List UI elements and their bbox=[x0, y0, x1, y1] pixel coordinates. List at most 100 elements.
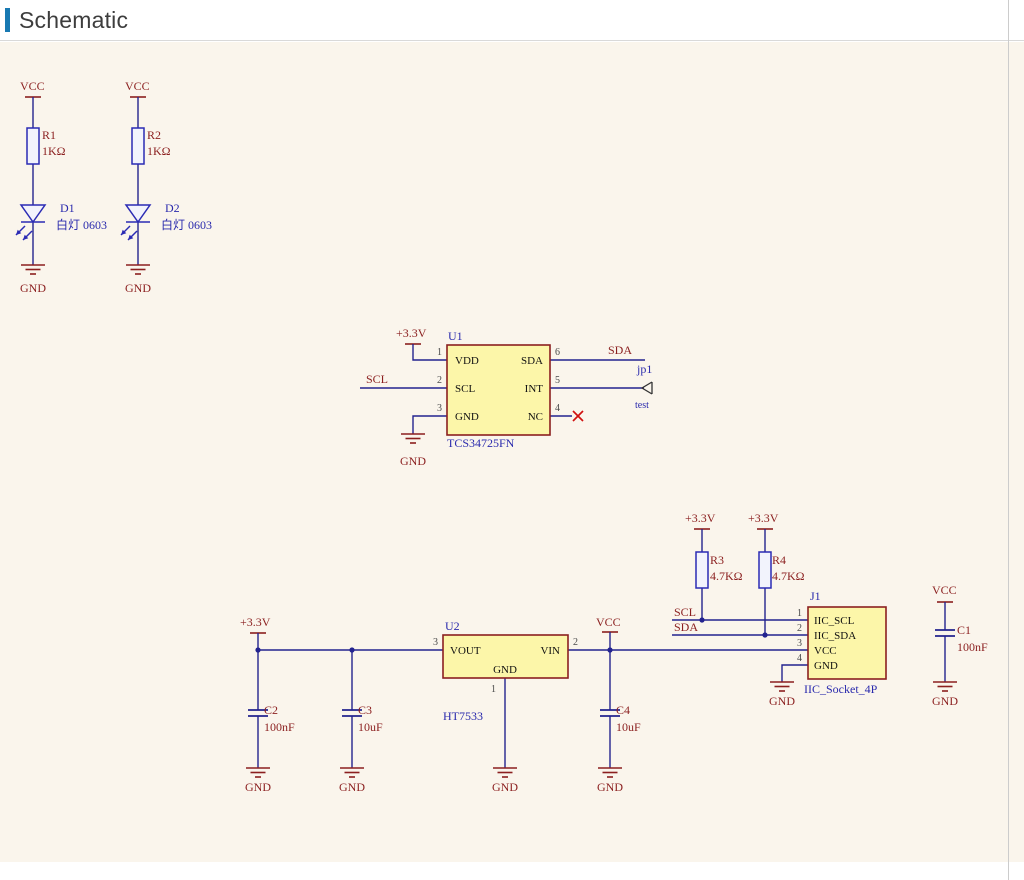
vcc-net-label: VCC bbox=[125, 79, 150, 93]
j1-pin-name-gnd: GND bbox=[814, 660, 838, 672]
resistor-r3-value: 4.7KΩ bbox=[710, 569, 743, 583]
capacitor-c1-symbol bbox=[935, 629, 955, 637]
j1-pin-number-4: 4 bbox=[797, 653, 802, 664]
c1-section: VCC C1 100nF GND bbox=[932, 583, 988, 708]
vcc-net-label: VCC bbox=[596, 615, 621, 629]
gnd-net-label: GND bbox=[339, 780, 365, 794]
pullup-section: +3.3V +3.3V R3 4.7KΩ R4 4.7KΩ SCL SDA bbox=[672, 511, 808, 638]
capacitor-c2-value: 100nF bbox=[264, 720, 295, 734]
u1-pin-name-sda: SDA bbox=[521, 355, 543, 367]
gnd-net-label: GND bbox=[492, 780, 518, 794]
led-d1-symbol bbox=[15, 204, 47, 241]
j1-pin-name-iic-scl: IIC_SCL bbox=[814, 615, 855, 627]
capacitor-c3-value: 10uF bbox=[358, 720, 383, 734]
led-circuit-1: VCC R1 1KΩ D1 白灯 0603 GND bbox=[15, 79, 107, 295]
nc-cross-icon bbox=[572, 410, 584, 422]
gnd-net-label: GND bbox=[20, 281, 46, 295]
junction-dot bbox=[255, 647, 261, 653]
j1-ref: J1 bbox=[810, 589, 821, 603]
resistor-r2-ref: R2 bbox=[147, 128, 161, 142]
led-circuit-2: VCC R2 1KΩ D2 白灯 0603 GND bbox=[120, 79, 212, 295]
capacitor-c3-symbol bbox=[342, 709, 362, 717]
u2-part-name: HT7533 bbox=[443, 709, 483, 723]
led-d2-ref: D2 bbox=[165, 201, 180, 215]
j1-pin-number-3: 3 bbox=[797, 638, 802, 649]
wires bbox=[672, 529, 808, 636]
u2-pin-number-3: 3 bbox=[433, 637, 438, 648]
u2-ref: U2 bbox=[445, 619, 460, 633]
resistor-r2-value: 1KΩ bbox=[147, 144, 171, 158]
led-d1-ref: D1 bbox=[60, 201, 75, 215]
j1-pin-number-1: 1 bbox=[797, 608, 802, 619]
resistor-r4-ref: R4 bbox=[772, 553, 786, 567]
v33-net-label: +3.3V bbox=[685, 511, 716, 525]
led-d1-value: 白灯 0603 bbox=[56, 217, 107, 232]
u1-pin-name-vdd: VDD bbox=[455, 355, 479, 367]
gnd-net-label: GND bbox=[769, 694, 795, 708]
jumper-arrow-icon bbox=[640, 381, 653, 395]
u1-pin-number-4: 4 bbox=[555, 403, 560, 414]
page-right-border bbox=[1008, 0, 1009, 880]
u1-ref: U1 bbox=[448, 329, 463, 343]
gnd-net-label: GND bbox=[245, 780, 271, 794]
scl-net-label: SCL bbox=[674, 605, 696, 619]
jumper-test-label: test bbox=[635, 400, 649, 411]
u1-chip-body bbox=[446, 344, 551, 436]
capacitor-c3-ref: C3 bbox=[358, 703, 372, 717]
v33-net-label: +3.3V bbox=[396, 326, 427, 340]
junction-dot bbox=[607, 647, 613, 653]
u2-pin-name-vout: VOUT bbox=[450, 645, 481, 657]
u1-pin-name-gnd: GND bbox=[455, 411, 479, 423]
gnd-net-label: GND bbox=[932, 694, 958, 708]
v33-net-label: +3.3V bbox=[748, 511, 779, 525]
capacitor-c1-ref: C1 bbox=[957, 623, 971, 637]
jumper-jp1-ref: jp1 bbox=[636, 362, 652, 376]
capacitor-c4-ref: C4 bbox=[616, 703, 630, 717]
capacitor-c1-value: 100nF bbox=[957, 640, 988, 654]
vcc-net-label: VCC bbox=[932, 583, 957, 597]
u2-pin-name-vin: VIN bbox=[540, 645, 560, 657]
v33-net-label: +3.3V bbox=[240, 615, 271, 629]
capacitor-c2-symbol bbox=[248, 709, 268, 717]
schematic-canvas: VCC R1 1KΩ D1 白灯 0603 GND bbox=[0, 42, 1024, 862]
j1-pin-number-2: 2 bbox=[797, 623, 802, 634]
wires bbox=[781, 664, 808, 682]
capacitor-c4-value: 10uF bbox=[616, 720, 641, 734]
resistor-r1-ref: R1 bbox=[42, 128, 56, 142]
header-accent-bar bbox=[5, 8, 10, 32]
resistor-r4-value: 4.7KΩ bbox=[772, 569, 805, 583]
j1-part-name: IIC_Socket_4P bbox=[804, 682, 878, 696]
capacitor-c2-ref: C2 bbox=[264, 703, 278, 717]
led-d2-value: 白灯 0603 bbox=[161, 217, 212, 232]
j1-connector-body bbox=[807, 606, 887, 680]
resistor-r3-body bbox=[695, 551, 709, 589]
resistor-r2-body bbox=[131, 127, 145, 165]
resistor-r1-body bbox=[26, 127, 40, 165]
sda-net-label: SDA bbox=[674, 620, 698, 634]
u1-pin-number-1: 1 bbox=[437, 347, 442, 358]
power-section: +3.3V VCC U2 HT7533 VOUT VI bbox=[240, 615, 808, 794]
j1-pin-name-vcc: VCC bbox=[814, 645, 837, 657]
resistor-r4-body bbox=[758, 551, 772, 589]
u1-pin-number-5: 5 bbox=[555, 375, 560, 386]
u1-pin-number-3: 3 bbox=[437, 403, 442, 414]
j1-connector-section: J1 IIC_Socket_4P IIC_SCL IIC_SDA VCC GND… bbox=[769, 589, 887, 708]
wires bbox=[360, 344, 645, 434]
u2-chip-body bbox=[442, 634, 569, 679]
u1-pin-name-int: INT bbox=[525, 383, 544, 395]
vcc-net-label: VCC bbox=[20, 79, 45, 93]
u2-pin-number-2: 2 bbox=[573, 637, 578, 648]
page-title: Schematic bbox=[19, 6, 129, 33]
u1-pin-name-nc: NC bbox=[528, 411, 543, 423]
schematic-area: VCC R1 1KΩ D1 白灯 0603 GND bbox=[0, 42, 1024, 880]
sda-net-label: SDA bbox=[608, 343, 632, 357]
u1-part-name: TCS34725FN bbox=[447, 436, 515, 450]
resistor-r1-value: 1KΩ bbox=[42, 144, 66, 158]
gnd-net-label: GND bbox=[597, 780, 623, 794]
junction-dot bbox=[762, 632, 768, 638]
canvas-background bbox=[0, 42, 1024, 862]
gnd-net-label: GND bbox=[125, 281, 151, 295]
scl-net-label: SCL bbox=[366, 372, 388, 386]
j1-pin-name-iic-sda: IIC_SDA bbox=[814, 630, 856, 642]
